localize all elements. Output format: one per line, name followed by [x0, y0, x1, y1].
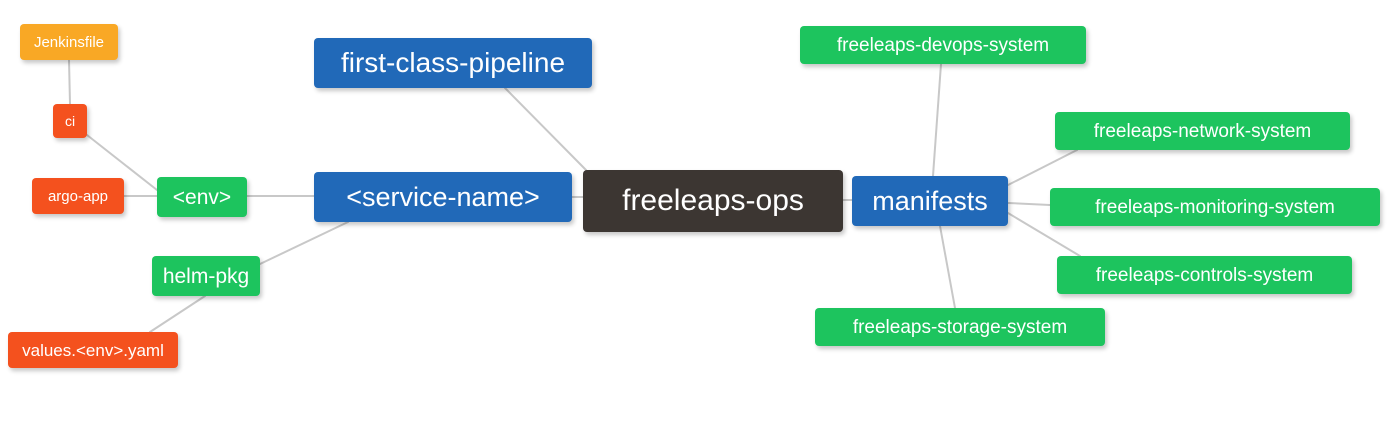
- node-freeleaps-network-system[interactable]: freeleaps-network-system: [1055, 112, 1350, 150]
- node-label-jenkinsfile: Jenkinsfile: [33, 33, 105, 51]
- node-freeleaps-controls-system[interactable]: freeleaps-controls-system: [1057, 256, 1352, 294]
- edge-first-class-pipeline-to-freeleaps-ops: [504, 87, 587, 171]
- node-label-service-name: <service-name>: [346, 181, 540, 212]
- node-freeleaps-devops-system[interactable]: freeleaps-devops-system: [800, 26, 1086, 64]
- edge-manifests-to-freeleaps-devops-system: [932, 63, 942, 177]
- node-argo-app[interactable]: argo-app: [32, 178, 124, 214]
- node-label-manifests: manifests: [872, 185, 988, 216]
- node-label-freeleaps-ops: freeleaps-ops: [622, 184, 804, 217]
- edge-manifests-to-freeleaps-network-system: [1007, 149, 1078, 186]
- node-label-helm-pkg: helm-pkg: [162, 264, 250, 288]
- node-label-argo-app: argo-app: [47, 187, 109, 205]
- node-helm-pkg[interactable]: helm-pkg: [152, 256, 260, 296]
- node-first-class-pipeline[interactable]: first-class-pipeline: [314, 38, 592, 88]
- edge-jenkinsfile-to-ci: [68, 59, 71, 105]
- node-label-freeleaps-controls-system: freeleaps-controls-system: [1095, 264, 1314, 286]
- node-label-ci: ci: [64, 113, 76, 129]
- edge-values-env-yaml-to-helm-pkg: [149, 295, 206, 333]
- node-jenkinsfile[interactable]: Jenkinsfile: [20, 24, 118, 60]
- node-freeleaps-ops[interactable]: freeleaps-ops: [583, 170, 843, 232]
- node-manifests[interactable]: manifests: [852, 176, 1008, 226]
- node-service-name[interactable]: <service-name>: [314, 172, 572, 222]
- node-ci[interactable]: ci: [53, 104, 87, 138]
- node-env[interactable]: <env>: [157, 177, 247, 217]
- node-freeleaps-monitoring-system[interactable]: freeleaps-monitoring-system: [1050, 188, 1380, 226]
- node-label-freeleaps-devops-system: freeleaps-devops-system: [836, 34, 1050, 56]
- node-label-env: <env>: [172, 185, 232, 209]
- edge-helm-pkg-to-service-name: [259, 221, 349, 265]
- node-label-freeleaps-network-system: freeleaps-network-system: [1093, 120, 1312, 142]
- node-label-values-env-yaml: values.<env>.yaml: [22, 340, 164, 360]
- edge-manifests-to-freeleaps-storage-system: [939, 225, 956, 309]
- node-freeleaps-storage-system[interactable]: freeleaps-storage-system: [815, 308, 1105, 346]
- node-label-first-class-pipeline: first-class-pipeline: [340, 47, 566, 78]
- node-label-freeleaps-storage-system: freeleaps-storage-system: [852, 316, 1068, 338]
- node-label-freeleaps-monitoring-system: freeleaps-monitoring-system: [1095, 196, 1335, 218]
- node-values-env-yaml[interactable]: values.<env>.yaml: [8, 332, 178, 368]
- edge-manifests-to-freeleaps-monitoring-system: [1007, 202, 1051, 206]
